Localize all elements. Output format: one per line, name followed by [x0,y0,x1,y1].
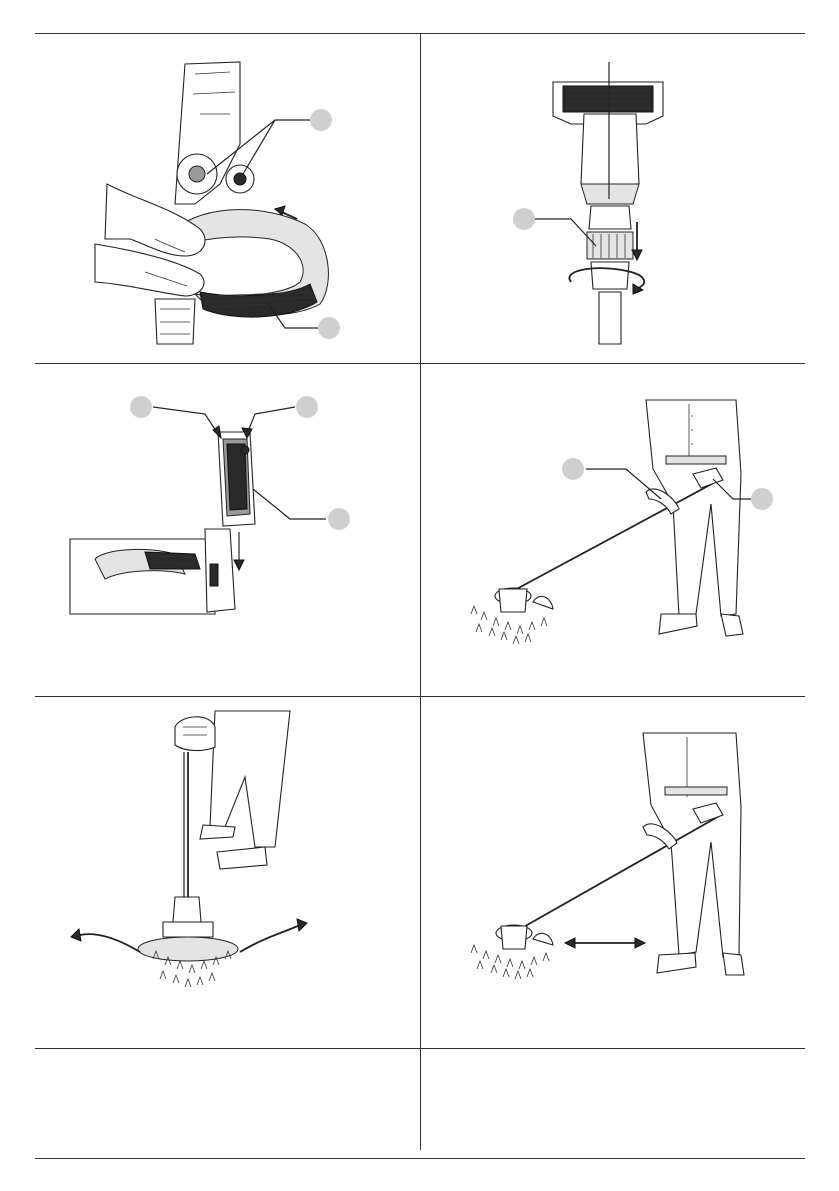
handle-attach-illustration [35,34,420,363]
panel-edging-sweep [35,697,420,1048]
panel-trimming-distance [421,697,805,1048]
trimming-distance-illustration [421,697,805,1048]
panel-blank-right [421,1049,805,1158]
shaft-coupling-illustration [421,34,805,363]
callout-marker-5 [296,396,318,418]
callout-marker-2 [318,317,340,339]
panel-blank-left [35,1049,420,1158]
callout-marker-3 [513,208,535,230]
panel-shaft-coupling [421,34,805,363]
callout-marker-6 [328,508,350,530]
callout-marker-1 [310,109,332,131]
callout-marker-4 [130,396,152,418]
bottom-rule [35,1158,805,1159]
panel-operating-position [421,364,805,696]
operating-position-illustration [421,364,805,696]
panel-battery-insert [35,364,420,696]
callout-marker-8 [751,488,773,510]
battery-insert-illustration [35,364,420,696]
edging-sweep-illustration [35,697,420,1048]
callout-marker-7 [562,458,584,480]
panel-handle-attach [35,34,420,363]
